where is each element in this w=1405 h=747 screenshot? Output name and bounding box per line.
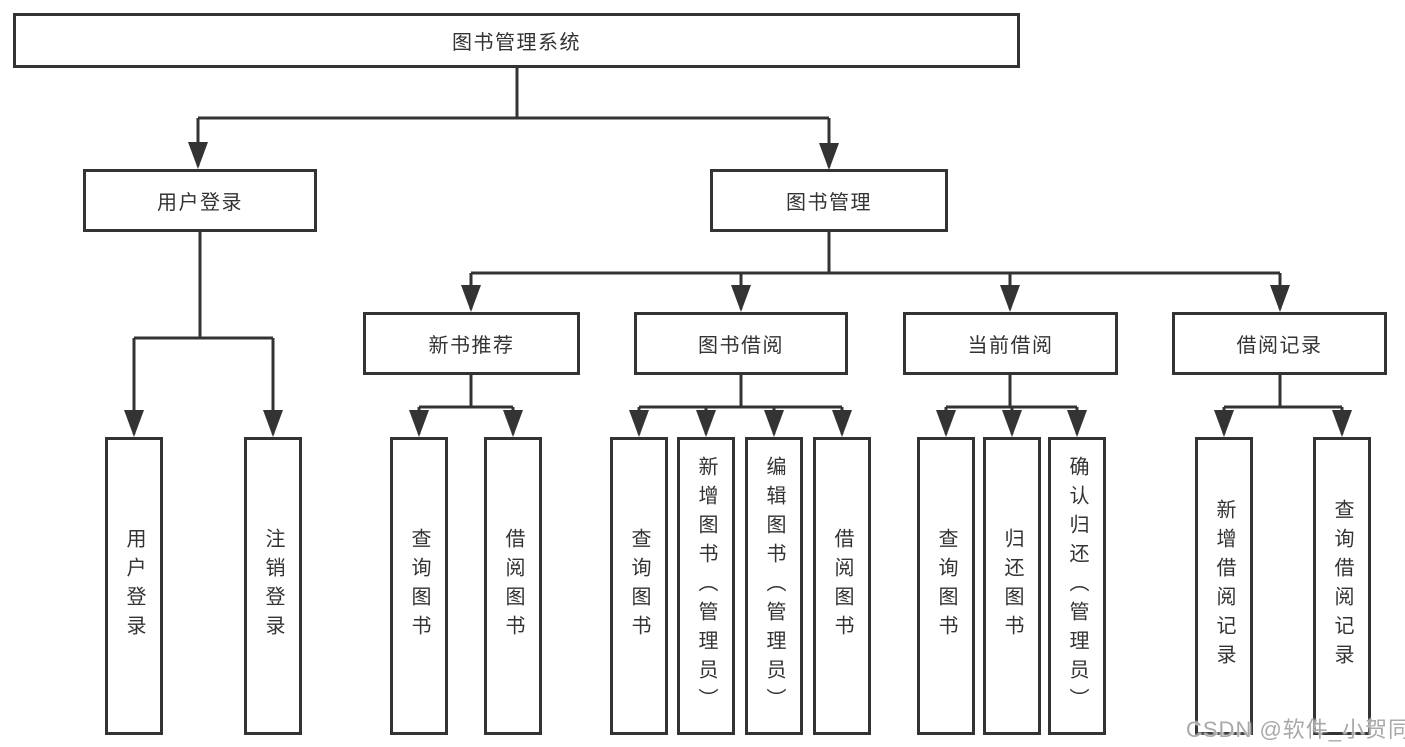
node-new-book-recommendation: 新书推荐 <box>363 312 580 375</box>
node-library-management-system: 图书管理系统 <box>13 13 1020 68</box>
node-book-management: 图书管理 <box>710 169 948 232</box>
leaf-add-book-admin: 新增图书（管理员） <box>677 437 735 735</box>
arrowheads <box>124 142 1352 437</box>
leaf-add-borrow-record: 新增借阅记录 <box>1195 437 1253 735</box>
node-user-login: 用户登录 <box>83 169 317 232</box>
leaf-query-books-current: 查询图书 <box>917 437 975 735</box>
leaf-query-borrow-record: 查询借阅记录 <box>1313 437 1371 735</box>
node-book-borrowing: 图书借阅 <box>634 312 848 375</box>
node-borrowing-records: 借阅记录 <box>1172 312 1387 375</box>
leaf-query-books-borrowing: 查询图书 <box>610 437 668 735</box>
leaf-confirm-return-admin: 确认归还（管理员） <box>1048 437 1106 735</box>
leaf-borrow-books-recommend: 借阅图书 <box>484 437 542 735</box>
leaf-user-login: 用户登录 <box>105 437 163 735</box>
leaf-borrow-books-borrowing: 借阅图书 <box>813 437 871 735</box>
watermark: CSDN @软件_小贺同学 <box>1186 717 1405 742</box>
leaf-logout: 注销登录 <box>244 437 302 735</box>
leaf-edit-book-admin: 编辑图书（管理员） <box>745 437 803 735</box>
node-current-borrowing: 当前借阅 <box>903 312 1118 375</box>
leaf-return-book: 归还图书 <box>983 437 1041 735</box>
leaf-query-books-recommend: 查询图书 <box>390 437 448 735</box>
connector-path <box>132 68 1344 434</box>
